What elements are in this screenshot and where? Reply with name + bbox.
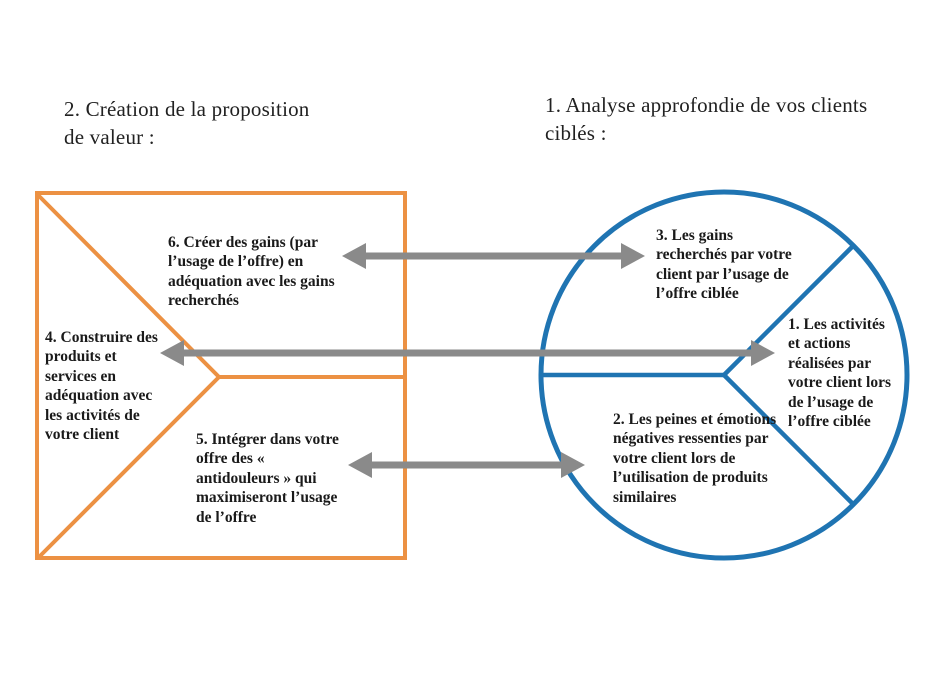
- pain-relievers-text: 5. Intégrer dans votre offre des « antid…: [196, 431, 339, 526]
- value-proposition-square: [35, 191, 407, 560]
- customer-pains-text: 2. Les peines et émotions négatives ress…: [613, 411, 777, 506]
- customer-activities-text: 1. Les activités et actions réalisées pa…: [788, 316, 892, 430]
- products-services-text: 4. Construire des produits et services e…: [45, 329, 158, 443]
- gains-connector-double-arrow-icon: [342, 243, 645, 269]
- customer-gains-text: 3. Les gains recherchés par votre client…: [656, 227, 792, 303]
- pains-connector-double-arrow-icon: [348, 452, 585, 478]
- customer-analysis-section-title: 1. Analyse approfondie de vos clients ci…: [545, 93, 868, 145]
- gain-creators-text: 6. Créer des gains (par l’usage de l’off…: [168, 234, 335, 310]
- circle-lower-right-divider: [721, 372, 856, 507]
- activities-connector-double-arrow-icon: [160, 340, 775, 366]
- value-proposition-section-title: 2. Création de la proposition de valeur …: [64, 97, 310, 149]
